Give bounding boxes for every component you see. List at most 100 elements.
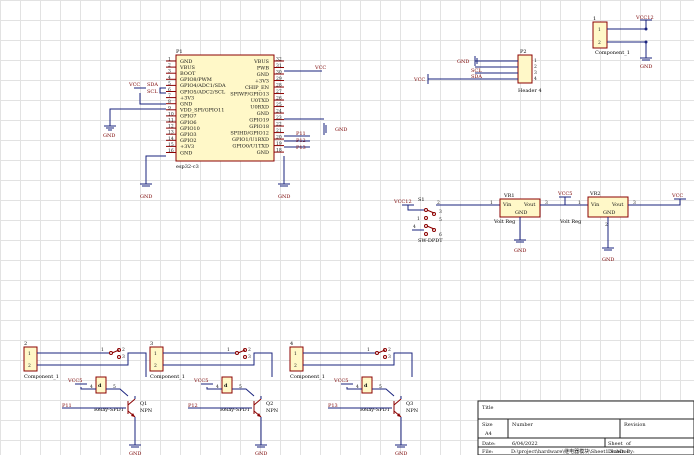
relay-coil-body: [221, 376, 233, 394]
relay-coil-body: [361, 376, 373, 394]
size-value: A4: [484, 431, 492, 437]
relay-vcc5-label: VCC5: [67, 378, 82, 384]
switch-pin-5: 5: [439, 217, 442, 223]
header4-connector[interactable]: P2 Header 4 GND SCL SDA VCC 1 2 3 4: [413, 49, 542, 94]
relay-coil-wire-vcc5: [346, 387, 362, 390]
esp32-left-pin-number: 1: [168, 57, 171, 63]
esp32-left-pin-label: +3V3: [180, 144, 194, 150]
header4-gnd-label: GND: [457, 59, 469, 65]
esp32-module[interactable]: P1 esp32-c3 GND1VBUS2BOOT3GPIO8/PWM4GPIO…: [166, 49, 284, 170]
relay-footer: Relay-SPDT: [220, 407, 251, 413]
gnd-label-right: GND: [335, 127, 347, 133]
esp32-left-pins: GND1VBUS2BOOT3GPIO8/PWM4GPIO4/ADC1/SDA5G…: [166, 57, 226, 156]
relay-connector-body: [289, 346, 304, 372]
header4-body: [517, 54, 533, 84]
title-block-frame: [477, 400, 694, 455]
esp32-left-pin-label: VBUS: [179, 65, 195, 71]
esp32-right-pin-number: 30: [276, 70, 282, 76]
junction-dot-2: [644, 40, 648, 44]
relay-connector-pin-2: 2: [154, 363, 157, 369]
esp32-left-pin-number: 16: [168, 148, 174, 154]
npn-emitter-arrow: [131, 413, 135, 417]
vcc5-label: VCC5: [557, 191, 572, 197]
relay-coil-pin-5: 5: [239, 384, 242, 390]
revision-label: Revision: [624, 422, 646, 428]
header4-pin-4: 4: [534, 76, 537, 82]
esp32-right-pin-label: GND: [257, 150, 269, 156]
p11-net-label: P11: [296, 131, 306, 137]
header4-pin-2: 2: [534, 64, 537, 70]
esp32-left-pin-number: 3: [168, 69, 171, 75]
relay-contact-nc: [243, 348, 247, 352]
esp32-right-pin-number: 18: [276, 148, 282, 154]
vr1-pin-3: 3: [545, 200, 548, 206]
header4-pin-3: 3: [534, 70, 537, 76]
esp32-right-pin-label: +3V3: [255, 78, 269, 84]
esp32-right-pin-label: VBUS: [253, 59, 269, 65]
esp32-right-pin-label: SPIWP/GPIO13: [230, 91, 269, 97]
of-label: of: [626, 441, 632, 447]
gnd-label-left: GND: [103, 133, 115, 139]
esp32-left-pin-label: GND: [180, 102, 192, 108]
esp32-left-pin-label: GND: [180, 59, 192, 65]
relay-gnd-label: GND: [129, 451, 141, 455]
switch-footer: SW-DPDT: [418, 238, 443, 244]
title-label: Title: [482, 405, 494, 411]
esp32-right-pin-number: 19: [276, 141, 282, 147]
top-right-connector[interactable]: 1 Component_1 1 2 VCC12 GND: [592, 15, 654, 70]
junction-dot-1: [644, 27, 648, 31]
relay-pin-3: 3: [122, 354, 125, 360]
relay-connector-footer: Component_1: [290, 374, 325, 380]
date-value: 6/04/2022: [512, 441, 538, 447]
relay-pin-2: 2: [122, 347, 125, 353]
relay-vcc5-label: VCC5: [333, 378, 348, 384]
esp32-right-pin-label: SPIHD/GPIO12: [230, 130, 269, 136]
number-label: Number: [512, 422, 533, 428]
esp32-right-pin-number: 24: [276, 109, 282, 115]
top-connector-designator: 1: [593, 16, 596, 22]
vr1-gnd: GND: [515, 210, 527, 216]
p13-net-label: P13: [296, 145, 306, 151]
relay-pin-2: 2: [388, 347, 391, 353]
vr1-gnd-label: GND: [514, 248, 526, 254]
switch-lever-1: [426, 209, 435, 214]
top-connector-pin-2: 2: [598, 40, 601, 46]
vr1-pin-1: 1: [490, 200, 493, 206]
vcc-net-label: VCC: [128, 82, 140, 88]
dpdt-switch[interactable]: S1 SW-DPDT VCC12 2 3 1 5 4 6: [393, 197, 500, 244]
npn-type: NPN: [266, 408, 279, 414]
vr2-out-wire: [628, 199, 681, 206]
esp32-left-pin-number: 8: [168, 99, 171, 105]
esp32-body: [175, 54, 275, 162]
header4-footer: Header 4: [518, 88, 542, 94]
esp32-left-pin-label: +3V3: [180, 95, 194, 101]
esp32-right-pin-label: GND: [257, 111, 269, 117]
relay-contact-no: [243, 355, 247, 359]
relay-pin-1: 1: [367, 347, 370, 353]
switch-pin-3: 3: [439, 209, 442, 215]
esp32-right-pin-label: GPIO19: [249, 117, 269, 123]
esp32-right-pin-number: 27: [276, 89, 282, 95]
relay-pin-3: 3: [388, 354, 391, 360]
relay-connector-designator: 2: [24, 341, 27, 347]
esp32-right-pin-number: 20: [276, 135, 282, 141]
esp32-left-pin-number: 12: [168, 124, 174, 130]
relay-coil-pin-4: 4: [216, 384, 219, 390]
switch-contact-2: [424, 216, 428, 220]
vr2-footer: Volt Reg: [559, 219, 582, 225]
voltage-regulator-1[interactable]: VR1 Vin Vout GND Volt Reg GND VCC5: [493, 191, 588, 254]
relay-coil-pin-5: 5: [379, 384, 382, 390]
relay-connector-footer: Component_1: [150, 374, 185, 380]
vr2-pin-3: 3: [633, 200, 636, 206]
voltage-regulator-2[interactable]: VR2 Vin Vout GND Volt Reg VCC GND 1 3 1 …: [490, 191, 686, 263]
esp32-right-pin-number: 32: [276, 57, 282, 63]
esp32-right-wiring: VCC GND P11 P12 P13 GND: [278, 65, 347, 200]
relay-lever: [237, 349, 246, 354]
esp32-left-pin-number: 11: [168, 118, 174, 124]
vr2-pin-1: 1: [578, 200, 581, 206]
vr1-designator: VR1: [503, 193, 515, 199]
